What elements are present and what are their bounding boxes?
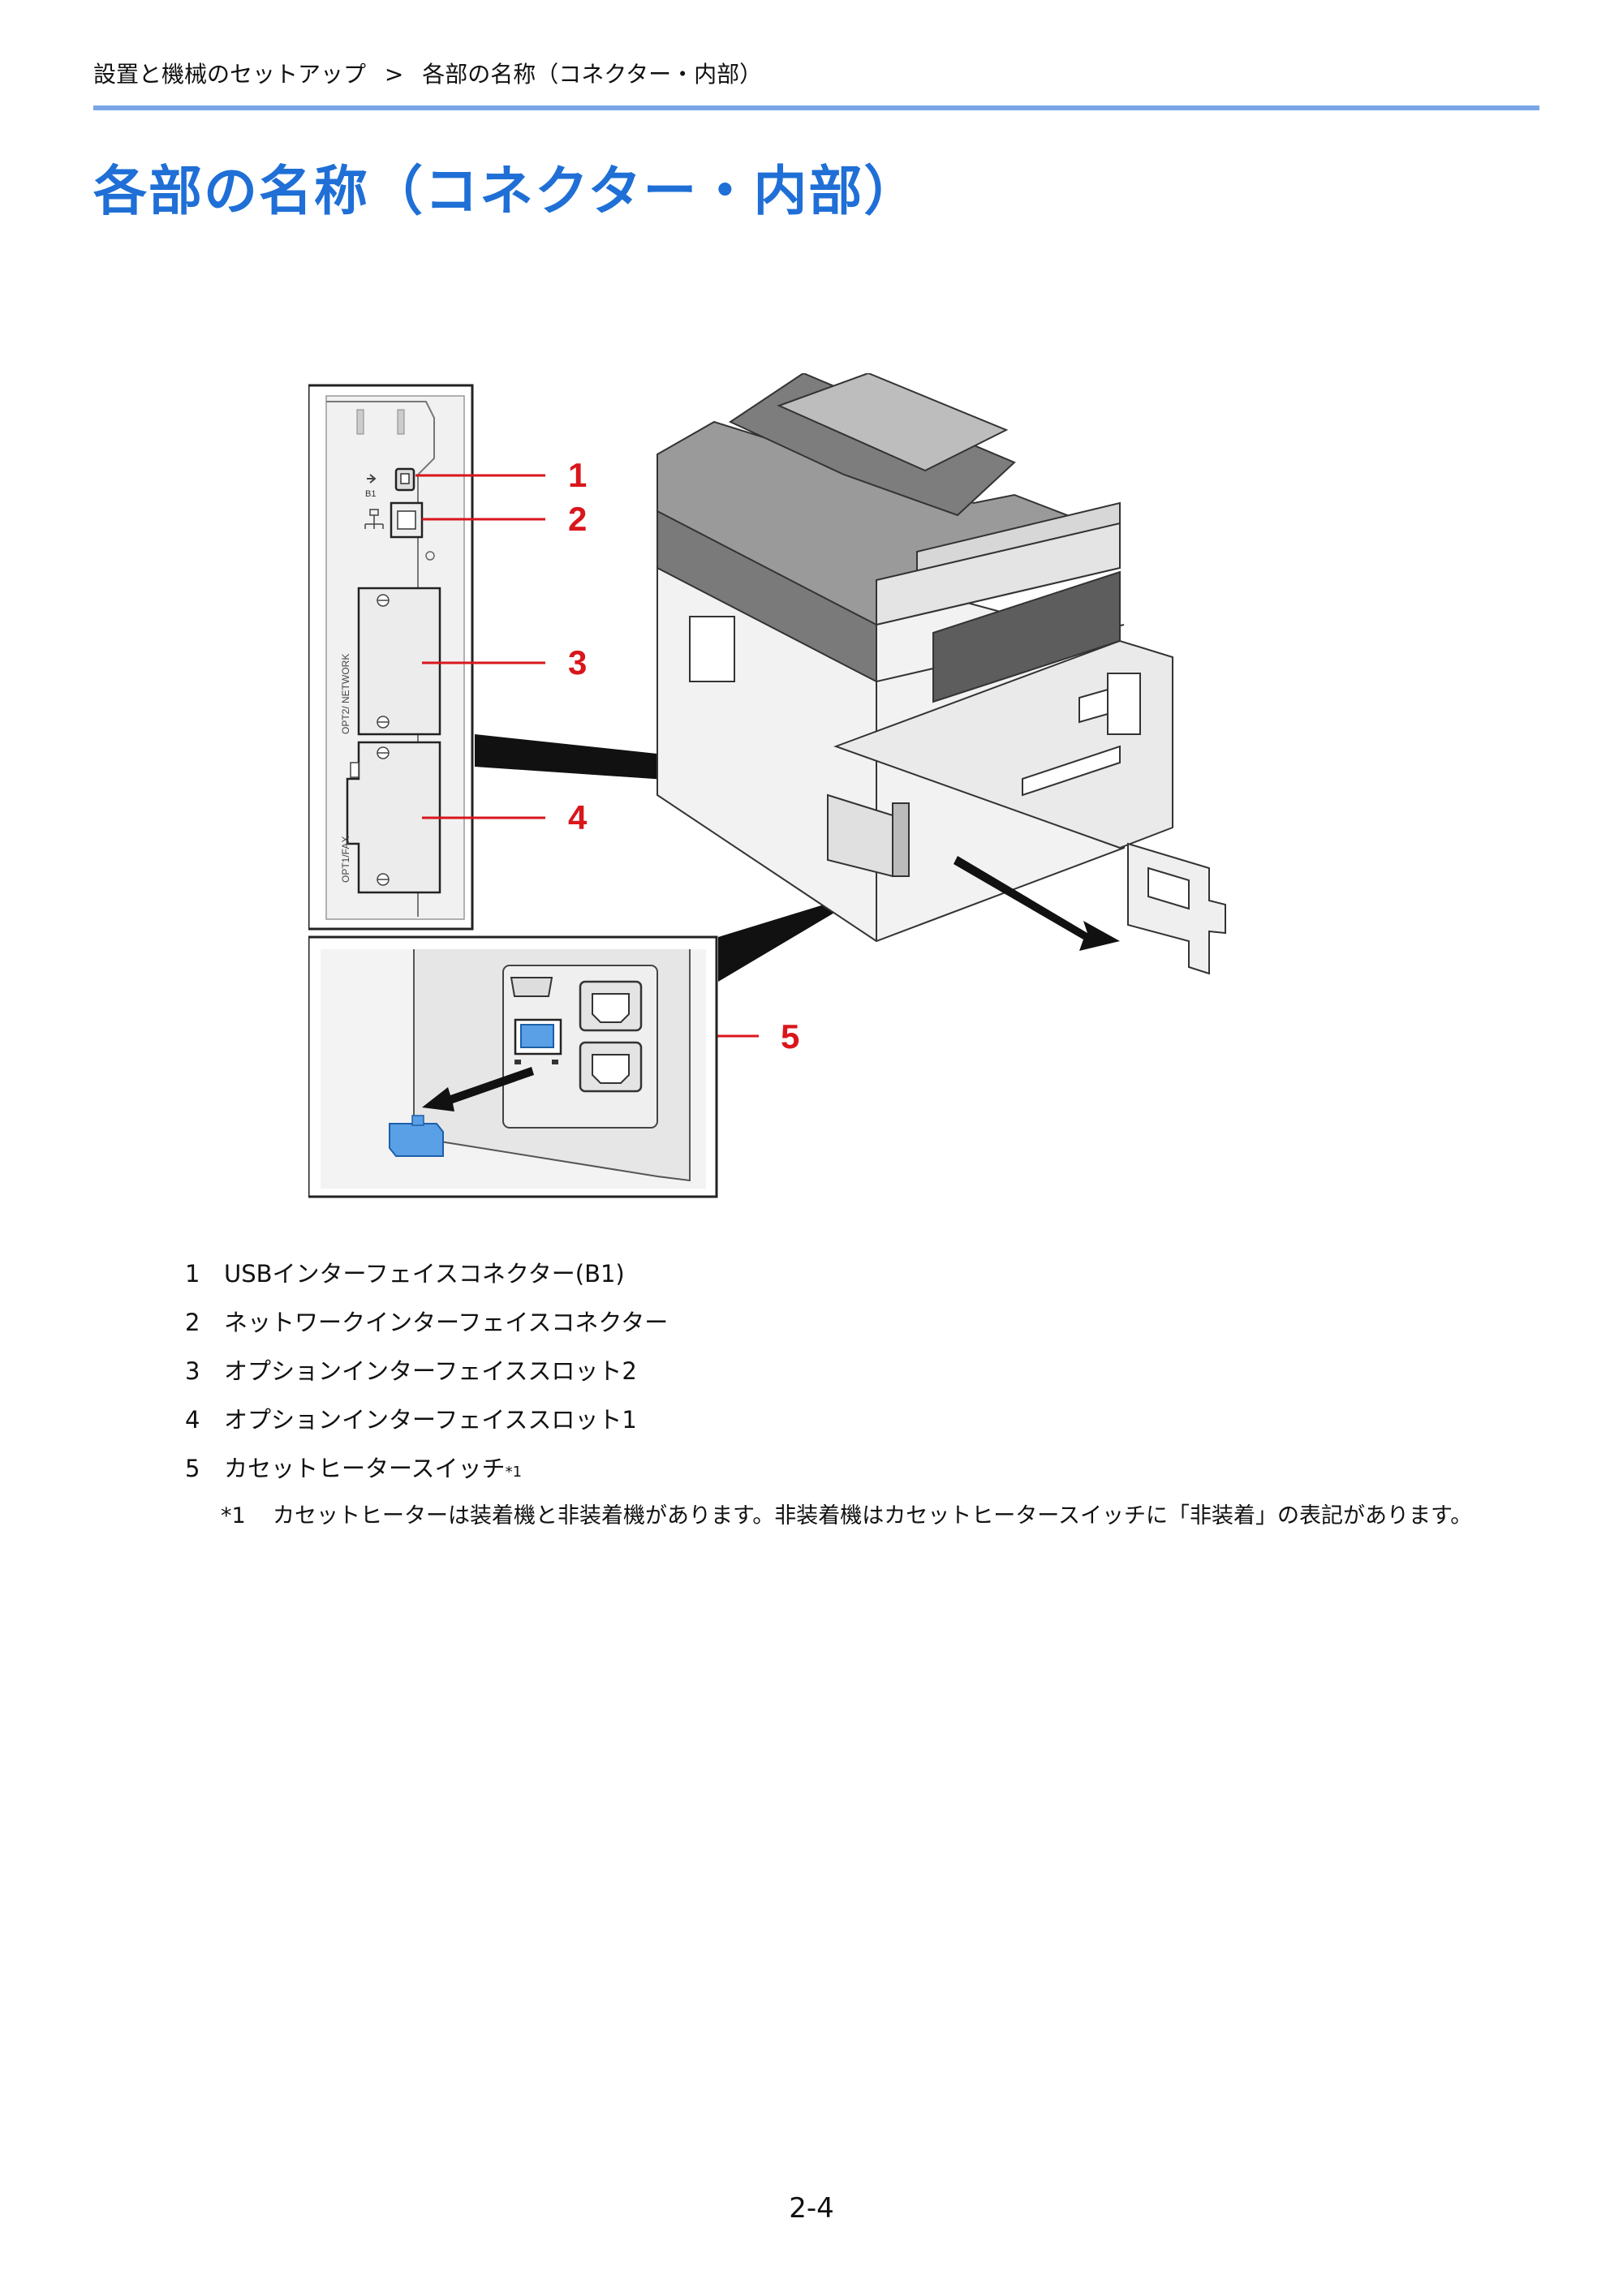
legend-label: ネットワークインターフェイスコネクター bbox=[224, 1309, 669, 1336]
printer-illustration bbox=[657, 373, 1226, 975]
legend-item-usb: 1 USBインターフェイスコネクター(B1) bbox=[185, 1258, 1548, 1306]
page-title: 各部の名称（コネクター・内部） bbox=[93, 160, 919, 222]
usb-label: B1 bbox=[365, 489, 376, 499]
legend-item-slot-2: 3 オプションインターフェイススロット2 bbox=[185, 1355, 1548, 1404]
legend-num: 3 bbox=[185, 1357, 200, 1385]
legend-num: 4 bbox=[185, 1406, 200, 1434]
network-icon bbox=[364, 509, 384, 529]
callout-4: 4 bbox=[568, 798, 588, 836]
callout-3: 3 bbox=[568, 643, 587, 681]
footnote-mark: *1 bbox=[221, 1503, 246, 1529]
slot-2-label: OPT2/ NETWORK bbox=[340, 654, 351, 734]
heater-switch bbox=[520, 1024, 554, 1048]
heater-switch-inset bbox=[308, 935, 718, 1198]
legend-item-network: 2 ネットワークインターフェイスコネクター bbox=[185, 1306, 1548, 1355]
callout-1: 1 bbox=[568, 456, 587, 494]
legend-num: 2 bbox=[185, 1309, 200, 1336]
legend-num: 1 bbox=[185, 1260, 200, 1288]
legend-label: オプションインターフェイススロット2 bbox=[224, 1357, 637, 1385]
callout-2: 2 bbox=[568, 500, 587, 538]
page-number: 2-4 bbox=[789, 2192, 834, 2225]
option-slot-1 bbox=[346, 741, 441, 894]
remove-arrow-icon bbox=[422, 1067, 534, 1111]
footnote: *1 カセットヒーターは装着機と非装着機があります。非装着機はカセットヒータース… bbox=[221, 1501, 1552, 1532]
legend-num: 5 bbox=[185, 1455, 200, 1482]
slot-1-label: OPT1/FAX bbox=[340, 836, 351, 883]
legend-label: オプションインターフェイススロット1 bbox=[224, 1406, 637, 1434]
legend-item-heater: 5 カセットヒータースイッチ*1 bbox=[185, 1452, 1548, 1501]
legend-label: カセットヒータースイッチ bbox=[224, 1455, 506, 1482]
legend-label: USBインターフェイスコネクター(B1) bbox=[224, 1260, 625, 1288]
zoom-wedge-lower bbox=[718, 899, 848, 982]
legend-item-slot-1: 4 オプションインターフェイススロット1 bbox=[185, 1404, 1548, 1452]
footnote-text: カセットヒーターは装着機と非装着機があります。非装着機はカセットヒータースイッチ… bbox=[273, 1503, 1473, 1529]
option-slot-2 bbox=[357, 587, 441, 736]
usb-icon bbox=[367, 474, 377, 484]
breadcrumb-current: 各部の名称（コネクター・内部） bbox=[422, 61, 763, 88]
footnote-ref[interactable]: *1 bbox=[505, 1464, 523, 1481]
header-rule bbox=[93, 105, 1539, 110]
connector-figure: B1 OPT2/ NETWORK OPT1/FAX 1 2 3 4 5 bbox=[308, 373, 1226, 1198]
heater-switch-cover bbox=[389, 1123, 444, 1157]
breadcrumb-section[interactable]: 設置と機械のセットアップ bbox=[93, 61, 367, 88]
door-arrow-icon bbox=[954, 856, 1120, 951]
legend-list: 1 USBインターフェイスコネクター(B1) 2 ネットワークインターフェイスコ… bbox=[185, 1258, 1548, 1501]
connector-panel-inset: B1 OPT2/ NETWORK OPT1/FAX bbox=[308, 384, 474, 931]
breadcrumb: 設置と機械のセットアップ > 各部の名称（コネクター・内部） bbox=[93, 57, 762, 89]
breadcrumb-separator: > bbox=[384, 61, 404, 88]
callout-5: 5 bbox=[781, 1017, 799, 1056]
